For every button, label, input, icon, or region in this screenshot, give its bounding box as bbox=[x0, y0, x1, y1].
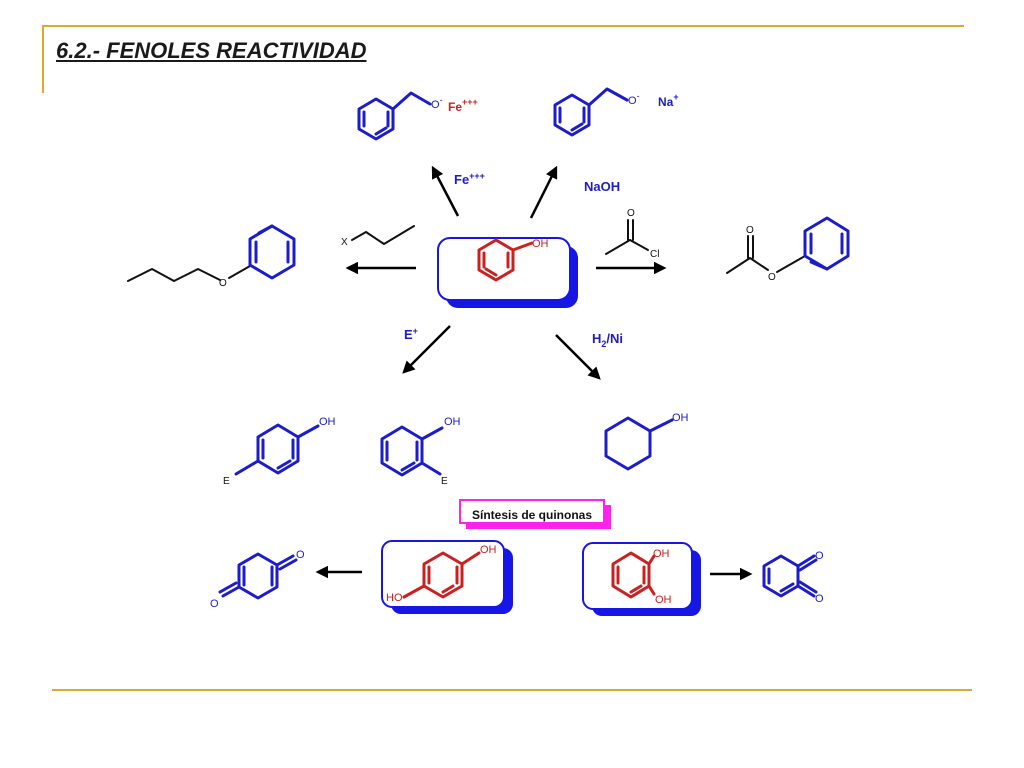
p-quinone-o-bottom: O bbox=[210, 598, 219, 610]
na-anion-o-label: O- bbox=[628, 91, 640, 107]
quinone-banner: Síntesis de quinonas bbox=[459, 499, 611, 529]
catechol-oh-bottom: OH bbox=[655, 594, 672, 606]
reagent-alkyl-halide: X bbox=[341, 225, 415, 248]
o-quinone-o-top: O bbox=[815, 550, 824, 562]
product-fe-phenoxide: O- Fe+++ bbox=[357, 91, 478, 141]
reagent-fe: Fe+++ bbox=[454, 171, 485, 187]
para-e-label: E bbox=[223, 476, 230, 487]
center-oh-label: OH bbox=[532, 238, 549, 250]
acyl-chloride-cl-label: Cl bbox=[650, 249, 659, 260]
top-rule bbox=[42, 25, 964, 27]
fe-cation-label: Fe+++ bbox=[448, 97, 478, 114]
acyl-chloride-o-label: O bbox=[627, 208, 635, 219]
product-o-benzoquinone: O O bbox=[762, 550, 824, 605]
product-butyl-phenyl-ether: O bbox=[127, 224, 296, 289]
reagent-electrophile: E+ bbox=[404, 326, 418, 342]
product-p-benzoquinone: O O bbox=[210, 549, 305, 610]
alkyl-halide-x-label: X bbox=[341, 237, 348, 248]
cyclohexanol-oh-label: OH bbox=[672, 412, 689, 424]
na-cation-label: Na+ bbox=[658, 92, 679, 109]
arrow-to-cyclohexanol bbox=[555, 334, 601, 380]
o-quinone-o-bottom: O bbox=[815, 593, 824, 605]
hydroquinone-oh-bottom: HO bbox=[386, 592, 403, 604]
quinone-banner-text: Síntesis de quinonas bbox=[472, 508, 592, 522]
para-oh-label: OH bbox=[319, 416, 336, 428]
reagent-acyl-chloride: O Cl bbox=[605, 208, 659, 260]
bottom-rule bbox=[52, 689, 972, 691]
product-ortho-substituted: OH E bbox=[380, 416, 461, 487]
catechol-oh-top: OH bbox=[653, 548, 670, 560]
ortho-e-label: E bbox=[441, 476, 448, 487]
arrow-to-substitution bbox=[402, 325, 451, 374]
reagent-hydrogenation: H2/Ni bbox=[592, 331, 623, 349]
hydroquinone-molecule: OH HO bbox=[386, 544, 497, 604]
hydroquinone-oh-top: OH bbox=[480, 544, 497, 556]
ortho-oh-label: OH bbox=[444, 416, 461, 428]
catechol-box bbox=[582, 542, 701, 616]
reagent-naoh: NaOH bbox=[584, 179, 620, 194]
phenol-molecule: OH bbox=[477, 238, 549, 282]
p-quinone-o-top: O bbox=[296, 549, 305, 561]
ether-o-label: O bbox=[219, 278, 227, 289]
ester-o-label: O bbox=[768, 272, 776, 283]
product-na-phenoxide: O- Na+ bbox=[553, 87, 679, 137]
product-cyclohexanol: OH bbox=[604, 412, 689, 471]
arrow-to-fe-salt bbox=[431, 165, 460, 217]
product-phenyl-acetate: O O bbox=[726, 216, 850, 283]
product-para-substituted: OH E bbox=[223, 416, 336, 487]
catechol-molecule: OH OH bbox=[611, 548, 672, 606]
ester-carbonyl-o-label: O bbox=[746, 225, 754, 236]
fe-anion-o-label: O- bbox=[431, 95, 443, 111]
slide-title: 6.2.- FENOLES REACTIVIDAD bbox=[56, 38, 367, 63]
arrow-to-na-salt bbox=[529, 165, 558, 219]
left-rule bbox=[42, 25, 44, 93]
